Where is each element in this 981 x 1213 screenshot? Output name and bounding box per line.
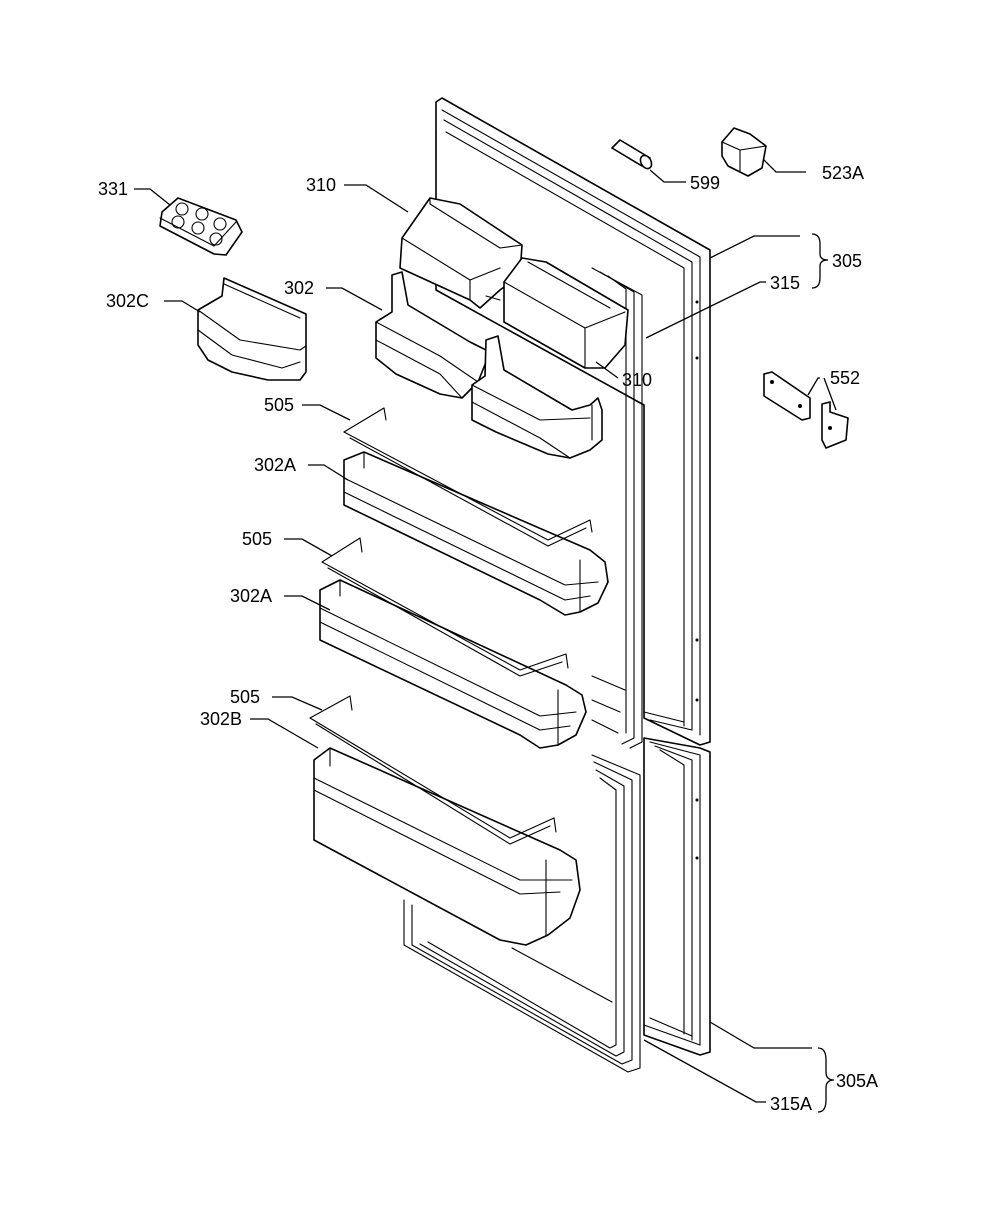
part-302a-shelf-lower xyxy=(319,579,587,749)
part-310-lid-right xyxy=(503,257,629,369)
lower-door-gasket xyxy=(403,754,641,1073)
part-599-roller xyxy=(611,139,653,170)
callout-302a-upper: 302A xyxy=(254,455,296,475)
callout-505-upper: 505 xyxy=(264,395,294,415)
callout-302a-lower: 302A xyxy=(230,586,272,606)
callout-599: 599 xyxy=(690,173,720,193)
callout-305a: 305A xyxy=(836,1071,878,1091)
callout-523a: 523A xyxy=(822,163,864,183)
part-302a-shelf-upper xyxy=(343,451,609,616)
callout-315: 315 xyxy=(770,273,800,293)
callout-310-top: 310 xyxy=(306,175,336,195)
callout-552: 552 xyxy=(830,368,860,388)
callout-331: 331 xyxy=(98,179,128,199)
part-505-rail-upper xyxy=(343,407,593,547)
part-302b-bin xyxy=(313,747,581,946)
callout-302: 302 xyxy=(284,278,314,298)
leader-lines xyxy=(134,159,837,1103)
upper-door-gasket xyxy=(591,267,643,749)
part-331-egg-tray xyxy=(159,197,243,256)
part-505-rail-lower xyxy=(309,695,557,845)
part-505-rail-middle xyxy=(321,537,569,677)
callout-302b: 302B xyxy=(200,709,242,729)
callout-505-middle: 505 xyxy=(242,529,272,549)
callout-505-lower: 505 xyxy=(230,687,260,707)
brace-305 xyxy=(811,233,829,289)
callout-305: 305 xyxy=(832,251,862,271)
part-302-bin-left xyxy=(375,271,491,399)
lower-door xyxy=(643,737,711,1056)
part-523a-hinge-cover xyxy=(721,127,767,177)
part-302-bin-right xyxy=(471,335,603,459)
callout-315a: 315A xyxy=(770,1094,812,1114)
callout-302c: 302C xyxy=(106,291,149,311)
brace-305a xyxy=(817,1047,835,1113)
callout-310-right: 310 xyxy=(622,370,652,390)
part-552-hinge-bracket xyxy=(763,371,849,449)
part-302c-bin xyxy=(197,277,307,381)
